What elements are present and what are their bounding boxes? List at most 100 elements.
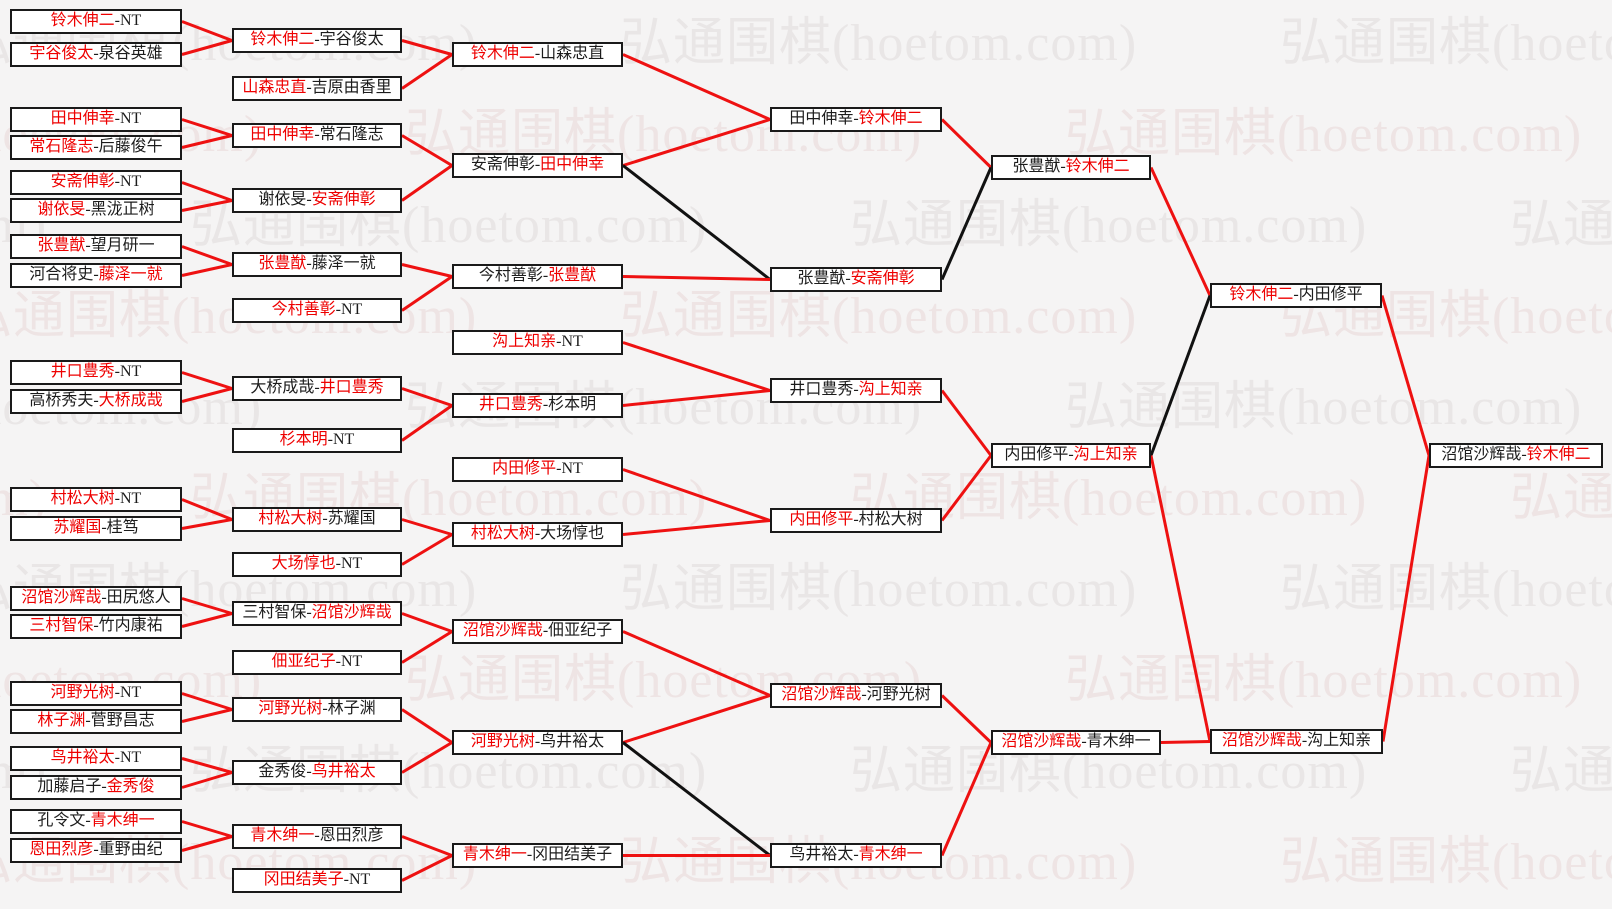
player-name-winner: 安斋伸彰 xyxy=(50,173,115,190)
player-name-winner: 苏耀国 xyxy=(53,519,102,536)
loser-advance-line xyxy=(940,166,993,281)
name-separator: - xyxy=(542,622,549,639)
player-name-winner: 杉本明 xyxy=(279,431,328,448)
match-box-r2m1: 铃木伸二-宇谷俊太 xyxy=(232,28,402,53)
player-name-winner: 河野光树 xyxy=(258,700,323,717)
winner-advance-line xyxy=(181,39,233,56)
match-box-r5m2: 内田修平-沟上知亲 xyxy=(991,443,1151,468)
name-separator: - xyxy=(1521,446,1527,463)
player-name-winner: 铃木伸二 xyxy=(858,110,923,127)
winner-advance-line xyxy=(401,53,453,90)
name-separator: - xyxy=(343,871,349,888)
name-separator: - xyxy=(93,841,99,858)
player-name: NT xyxy=(120,749,142,766)
player-name: 吉原由香里 xyxy=(311,79,392,96)
name-separator: - xyxy=(327,431,333,448)
name-separator: - xyxy=(314,126,320,143)
winner-advance-line xyxy=(1149,455,1212,742)
match-box-r2m5: 张豊猷-藤泽一就 xyxy=(232,252,402,277)
player-name-winner: 张豊猷 xyxy=(548,267,597,284)
name-separator: - xyxy=(853,110,859,127)
name-separator: - xyxy=(542,267,549,284)
player-name-winner: 鸟井裕太 xyxy=(50,749,115,766)
player-name: 高桥秀夫 xyxy=(29,392,94,409)
winner-advance-line xyxy=(181,263,233,277)
name-separator: - xyxy=(542,396,549,413)
name-separator: - xyxy=(1293,286,1299,303)
match-box-r1m7: 张豊猷-望月研一 xyxy=(10,234,182,259)
player-name: NT xyxy=(341,301,363,318)
name-separator: - xyxy=(335,301,341,318)
match-box-r4m5: 沼馆沙辉哉-河野光树 xyxy=(770,683,942,708)
player-name: 大场惇也 xyxy=(540,525,605,542)
name-separator: - xyxy=(114,684,120,701)
winner-advance-line xyxy=(401,39,453,56)
match-box-r2m8: 杉本明-NT xyxy=(232,428,402,453)
winner-advance-line xyxy=(181,820,233,838)
player-name: 林子渊 xyxy=(327,700,376,717)
player-name-winner: 佃亚纪子 xyxy=(271,653,336,670)
match-box-r3m10: 青木绅一-冈田结美子 xyxy=(452,843,623,868)
player-name: 杉本明 xyxy=(548,396,597,413)
name-separator: - xyxy=(322,510,328,527)
player-name-winner: 内田修平 xyxy=(789,511,854,528)
player-name-winner: 沟上知亲 xyxy=(1073,446,1138,463)
winner-advance-line xyxy=(181,199,233,212)
player-name-winner: 金秀俊 xyxy=(106,778,155,795)
match-box-r3m1: 铃木伸二-山森忠直 xyxy=(452,42,623,67)
player-name: NT xyxy=(120,173,142,190)
player-name-winner: 沼馆沙辉哉 xyxy=(781,686,862,703)
winner-advance-line xyxy=(181,181,233,202)
name-separator: - xyxy=(114,110,120,127)
player-name: 内田修平 xyxy=(1298,286,1363,303)
player-name-winner: 张豊猷 xyxy=(258,255,307,272)
player-name-winner: 常石隆志 xyxy=(29,138,94,155)
player-name: 村松大树 xyxy=(858,511,923,528)
match-box-r1m12: 苏耀国-桂笃 xyxy=(10,516,182,541)
match-box-r3m9: 河野光树-鸟井裕太 xyxy=(452,730,623,755)
winner-advance-line xyxy=(940,118,993,169)
player-name: 田尻悠人 xyxy=(106,589,171,606)
match-box-r3m7: 村松大树-大场惇也 xyxy=(452,522,623,547)
winner-advance-line xyxy=(181,20,233,42)
player-name: NT xyxy=(341,555,363,572)
match-box-r2m3: 田中伸幸-常石隆志 xyxy=(232,123,402,148)
winner-advance-line xyxy=(401,533,453,566)
name-separator: - xyxy=(556,333,562,350)
player-name-winner: 青木绅一 xyxy=(90,812,155,829)
winner-advance-line xyxy=(181,245,233,266)
player-name: 藤泽一就 xyxy=(311,255,376,272)
winner-advance-line xyxy=(401,518,453,536)
winner-advance-line xyxy=(181,371,233,390)
player-name: 宇谷俊太 xyxy=(319,31,384,48)
player-name-winner: 铃木伸二 xyxy=(1526,446,1591,463)
loser-advance-line xyxy=(622,741,771,857)
player-name: 河野光树 xyxy=(866,686,931,703)
loser-advance-line xyxy=(1149,294,1212,457)
player-name: 孔令文 xyxy=(37,812,86,829)
name-separator: - xyxy=(314,379,320,396)
player-name-winner: 沼馆沙辉哉 xyxy=(21,589,102,606)
player-name-winner: 安斋伸彰 xyxy=(850,270,915,287)
match-box-r3m4: 沟上知亲-NT xyxy=(452,330,623,355)
name-separator: - xyxy=(1301,732,1308,749)
name-separator: - xyxy=(85,237,91,254)
name-separator: - xyxy=(93,45,99,62)
player-name-winner: 青木绅一 xyxy=(858,846,923,863)
player-name: NT xyxy=(120,363,142,380)
match-box-r2m13: 河野光树-林子渊 xyxy=(232,697,402,722)
match-box-r3m6: 内田修平-NT xyxy=(452,457,623,482)
match-box-r3m8: 沼馆沙辉哉-佃亚纪子 xyxy=(452,619,623,644)
match-box-r1m5: 安斋伸彰-NT xyxy=(10,170,182,195)
player-name-winner: 田中伸幸 xyxy=(50,110,115,127)
winner-advance-line xyxy=(181,835,233,852)
name-separator: - xyxy=(114,12,120,29)
winner-advance-line xyxy=(1380,295,1431,456)
winner-advance-line xyxy=(622,694,771,744)
player-name-winner: 铃木伸二 xyxy=(1065,158,1130,175)
winner-advance-line xyxy=(181,771,233,789)
player-name-winner: 青木绅一 xyxy=(462,846,527,863)
match-box-r2m16: 冈田结美子-NT xyxy=(232,868,402,893)
winner-advance-line xyxy=(401,630,453,664)
